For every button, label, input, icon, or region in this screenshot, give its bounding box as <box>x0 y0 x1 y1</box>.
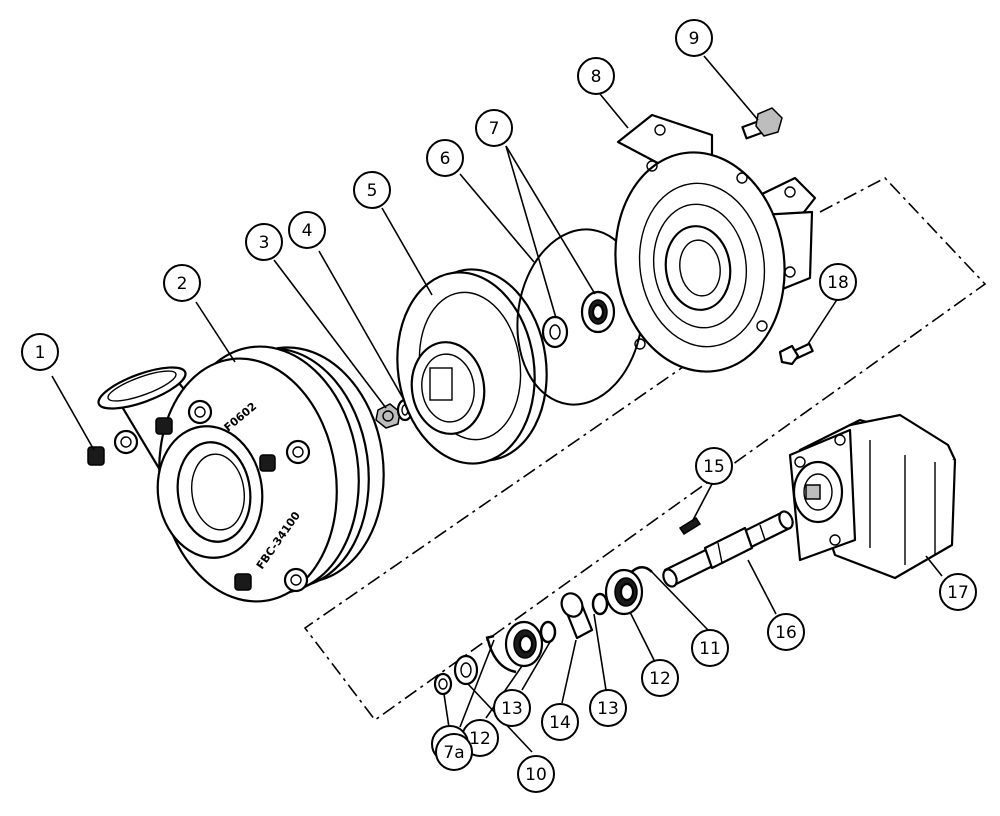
bearing-set-right <box>591 565 653 616</box>
callout-16: 16 <box>767 613 805 651</box>
callout-9: 9 <box>675 19 713 57</box>
callout-14-label: 14 <box>549 713 571 733</box>
callout-7a-label: 7a <box>443 743 464 763</box>
callout-7-label: 7 <box>489 119 500 139</box>
assembly-outline <box>303 177 987 722</box>
callout-13-left: 13 <box>493 689 531 727</box>
callout-2: 2 <box>163 264 201 302</box>
callout-13-right-label: 13 <box>597 699 619 719</box>
hex-bolt-side <box>778 342 814 366</box>
callout-3: 3 <box>245 223 283 261</box>
pump-shaft <box>662 510 794 588</box>
drain-plugs <box>87 417 276 591</box>
callout-13-right: 13 <box>589 689 627 727</box>
callout-8: 8 <box>577 57 615 95</box>
shaft-key <box>678 516 702 536</box>
adapter-bracket <box>614 113 817 373</box>
callout-10: 10 <box>517 755 555 793</box>
callout-11-right: 11 <box>691 629 729 667</box>
callout-5: 5 <box>353 171 391 209</box>
callout-18-label: 18 <box>827 273 849 293</box>
callout-7a: 7a <box>435 733 473 771</box>
callout-16-label: 16 <box>775 623 797 643</box>
impeller <box>396 268 548 465</box>
callout-10-label: 10 <box>525 765 547 785</box>
callout-3-label: 3 <box>259 233 270 253</box>
callout-2-label: 2 <box>177 274 188 294</box>
shim-washer <box>453 654 479 686</box>
mechanical-seal <box>541 290 616 349</box>
drive-motor <box>788 413 957 580</box>
callout-1-label: 1 <box>35 343 46 363</box>
bearing-set-left <box>485 620 557 674</box>
hex-bolt-top <box>741 107 783 140</box>
callout-18: 18 <box>819 263 857 301</box>
callout-15: 15 <box>695 447 733 485</box>
callout-14: 14 <box>541 703 579 741</box>
spacer-sleeve <box>560 592 594 640</box>
callout-12-left-label: 12 <box>469 729 491 749</box>
callout-4: 4 <box>288 211 326 249</box>
impeller-nut <box>375 403 401 429</box>
callout-8-label: 8 <box>591 67 602 87</box>
callout-6-label: 6 <box>440 149 451 169</box>
callout-1: 1 <box>21 333 59 371</box>
callout-12-right: 12 <box>641 659 679 697</box>
callout-5-label: 5 <box>367 181 378 201</box>
leader-lines <box>51 55 943 753</box>
callout-12-right-label: 12 <box>649 669 671 689</box>
volute-casing: F0602 FBC-34100 <box>97 345 385 603</box>
callout-11-right-label: 11 <box>699 639 721 659</box>
seal-washer <box>433 672 453 696</box>
callout-13-left-label: 13 <box>501 699 523 719</box>
callout-6: 6 <box>426 139 464 177</box>
callout-15-label: 15 <box>703 457 725 477</box>
callout-17: 17 <box>939 573 977 611</box>
callout-4-label: 4 <box>302 221 313 241</box>
callout-17-label: 17 <box>947 583 969 603</box>
callout-9-label: 9 <box>689 29 700 49</box>
callout-7: 7 <box>475 109 513 147</box>
